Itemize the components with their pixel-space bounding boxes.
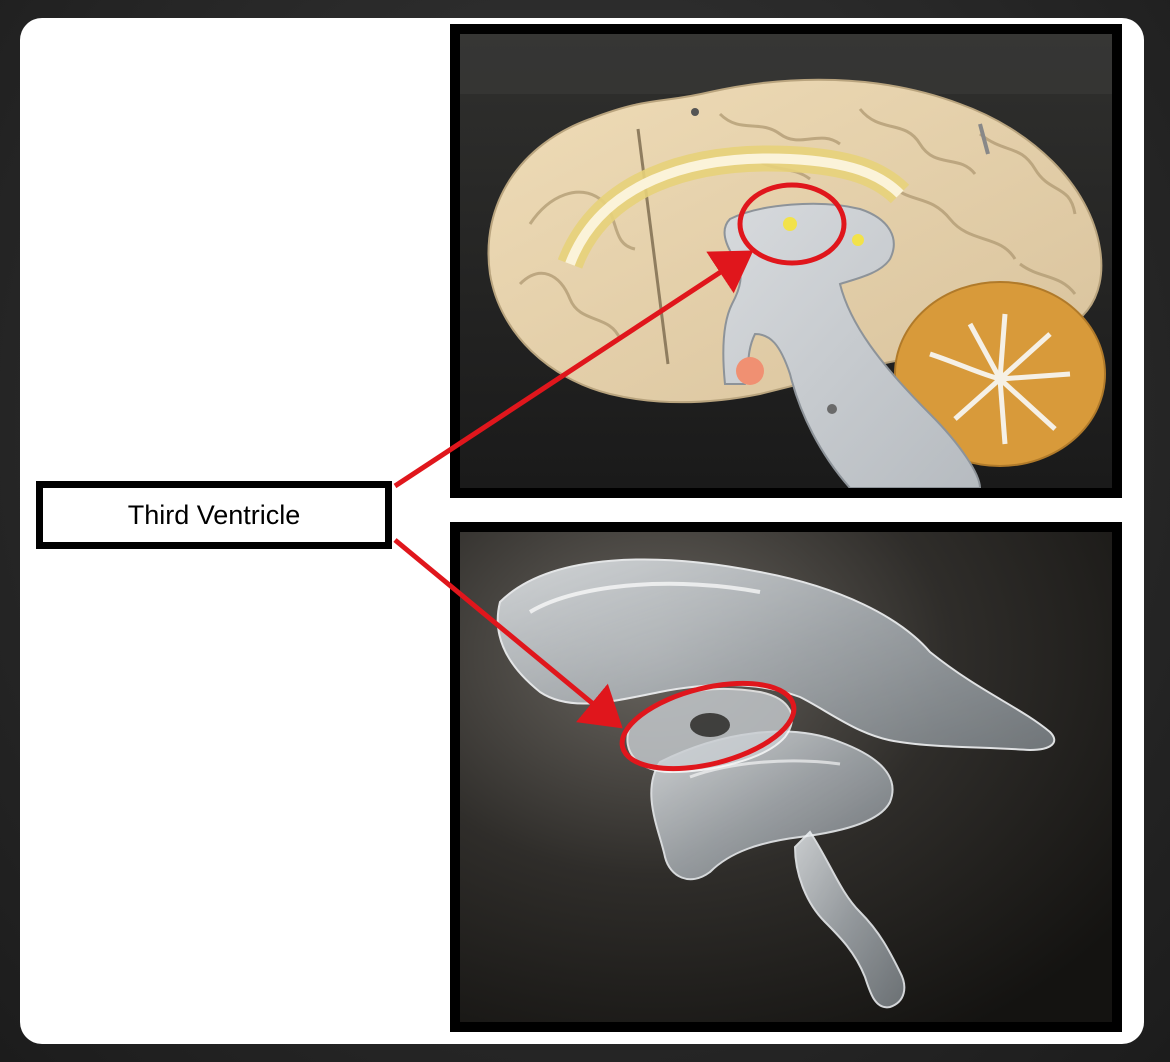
arbor-vitae: [929, 313, 1071, 445]
ventricle-cast-illustration: [460, 532, 1112, 1022]
third-ventricle-label: Third Ventricle: [127, 499, 301, 530]
fourth-ventricle-cast: [793, 830, 906, 1009]
brain-model-photo: [450, 24, 1122, 498]
pituitary: [736, 357, 764, 385]
brain-model-illustration: [460, 34, 1112, 488]
ventricle-cast-photo: [450, 522, 1122, 1032]
third-ventricle-label-box: Third Ventricle: [36, 481, 392, 549]
